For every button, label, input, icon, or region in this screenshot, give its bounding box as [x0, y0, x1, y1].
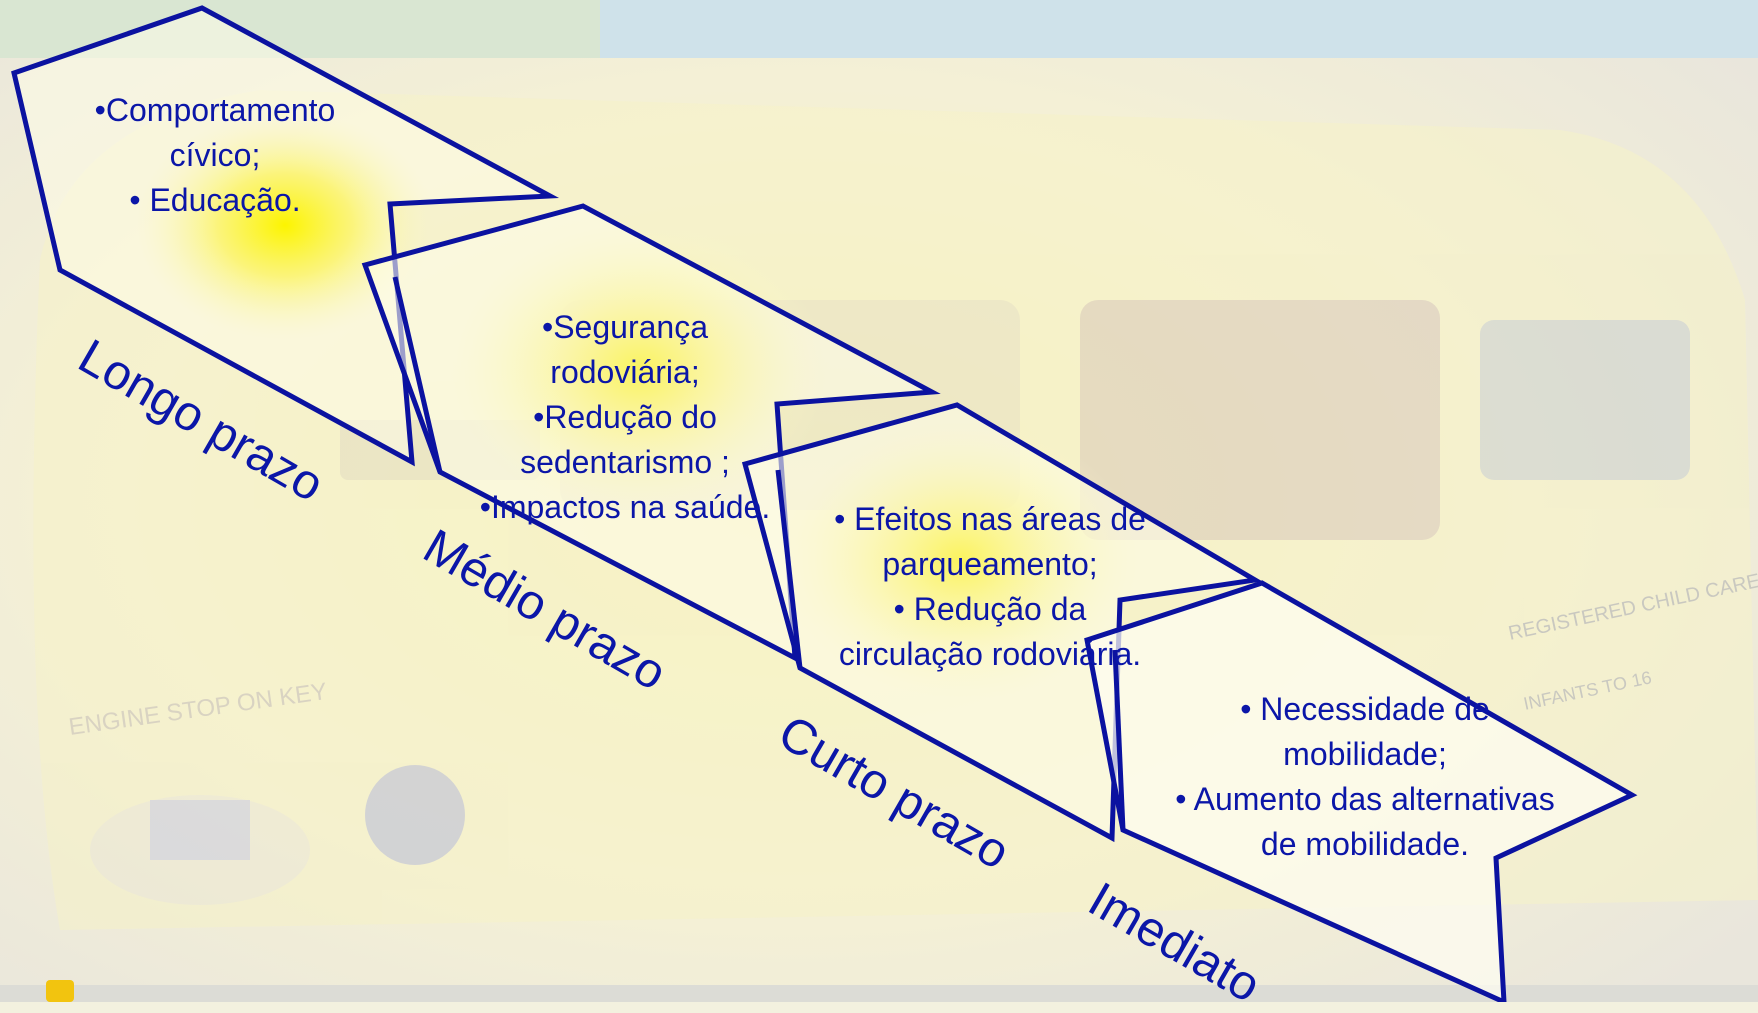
item: • Necessidade de — [1240, 691, 1490, 727]
item: sedentarismo ; — [520, 444, 730, 480]
item: circulação rodoviária. — [838, 636, 1142, 672]
item: cívico; — [169, 137, 261, 173]
stage-imediato-items: • Necessidade de mobilidade; • Aumento d… — [1140, 687, 1590, 867]
item: • Aumento das alternativas — [1175, 781, 1555, 817]
item: • Educação. — [129, 182, 301, 218]
item: •Segurança — [542, 309, 708, 345]
ground — [0, 985, 1758, 1002]
item: mobilidade; — [1283, 736, 1447, 772]
item: parqueamento; — [882, 546, 1098, 582]
item: rodoviária; — [550, 354, 700, 390]
item: de mobilidade. — [1260, 826, 1470, 862]
item: •Impactos na saúde. — [479, 489, 771, 525]
item: • Redução da — [893, 591, 1087, 627]
chevron-curto — [741, 402, 1263, 843]
stage-curto-items: • Efeitos nas áreas de parqueamento; • R… — [790, 497, 1190, 677]
item: • Efeitos nas áreas de — [834, 501, 1146, 537]
stage-longo-items: •Comportamento cívico; • Educação. — [60, 88, 370, 223]
chevron-medio — [361, 203, 941, 663]
stage-medio-items: •Segurança rodoviária; •Redução do seden… — [440, 305, 810, 530]
item: •Redução do — [533, 399, 717, 435]
chevron-longo — [11, 5, 560, 467]
chevron-imediato — [1084, 580, 1638, 1002]
header-banner — [600, 0, 1758, 58]
footer-logo-icon — [46, 980, 74, 1002]
item: •Comportamento — [94, 92, 336, 128]
